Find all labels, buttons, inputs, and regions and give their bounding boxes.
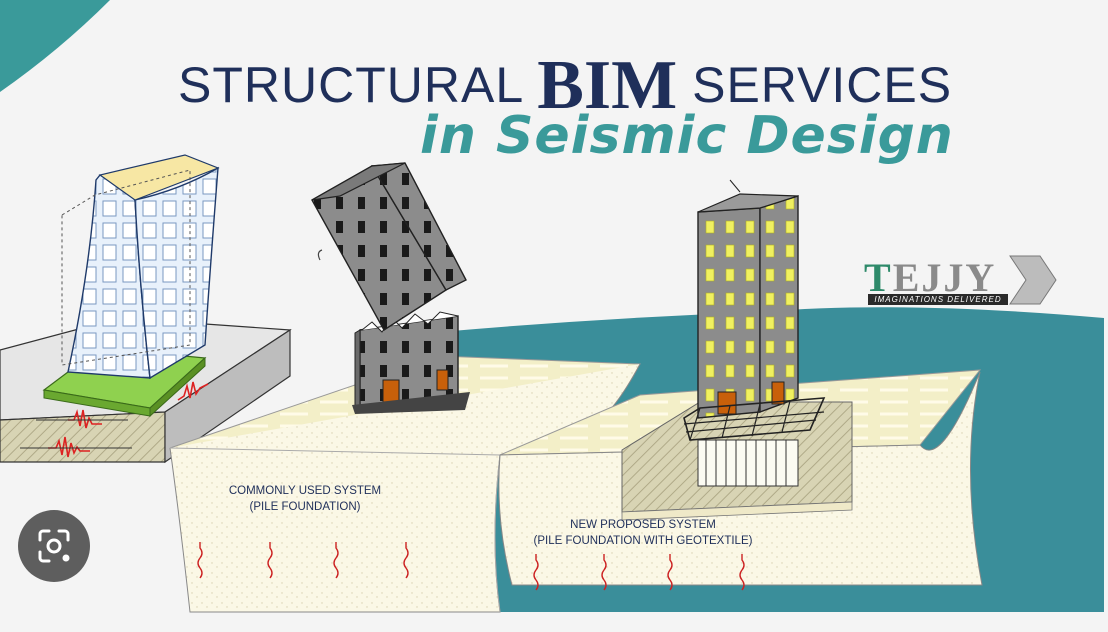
lens-search-icon <box>38 529 70 563</box>
logo-tagline: IMAGINATIONS DELIVERED <box>868 294 1008 305</box>
tejjy-logo: TEJJY IMAGINATIONS DELIVERED <box>864 252 1054 308</box>
logo-rest: EJJY <box>892 255 997 300</box>
logo-chevron-icon <box>1009 255 1057 305</box>
main-title: STRUCTURAL BIM SERVICES <box>178 40 953 124</box>
corner-decoration <box>0 0 110 92</box>
lens-search-button[interactable] <box>18 510 90 582</box>
common-system-label: COMMONLY USED SYSTEM (PILE FOUNDATION) <box>210 483 400 515</box>
seismic-wave-arrows <box>197 542 745 591</box>
title-word-bim: BIM <box>537 47 678 124</box>
common-system-line2: (PILE FOUNDATION) <box>249 501 361 513</box>
proposed-system-label: NEW PROPOSED SYSTEM (PILE FOUNDATION WIT… <box>510 517 776 549</box>
title-word-structural: STRUCTURAL <box>178 57 523 113</box>
proposed-system-line1: NEW PROPOSED SYSTEM <box>570 519 716 531</box>
standing-building <box>683 179 826 487</box>
proposed-system-line2: (PILE FOUNDATION WITH GEOTEXTILE) <box>533 535 753 547</box>
logo-wordmark: TEJJY <box>864 254 996 301</box>
common-system-line1: COMMONLY USED SYSTEM <box>228 485 382 497</box>
title-word-services: SERVICES <box>692 57 953 113</box>
subtitle: in Seismic Design <box>420 106 954 166</box>
logo-first-letter: T <box>864 255 893 300</box>
shake-table-illustration <box>0 154 292 464</box>
collapsed-building <box>311 162 470 414</box>
